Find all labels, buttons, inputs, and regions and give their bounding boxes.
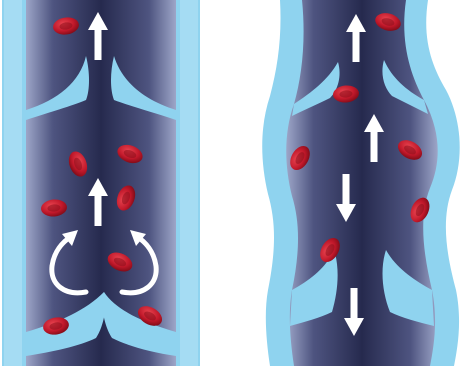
healthy-vein-panel (2, 0, 200, 366)
varicose-vein-panel (262, 0, 459, 366)
